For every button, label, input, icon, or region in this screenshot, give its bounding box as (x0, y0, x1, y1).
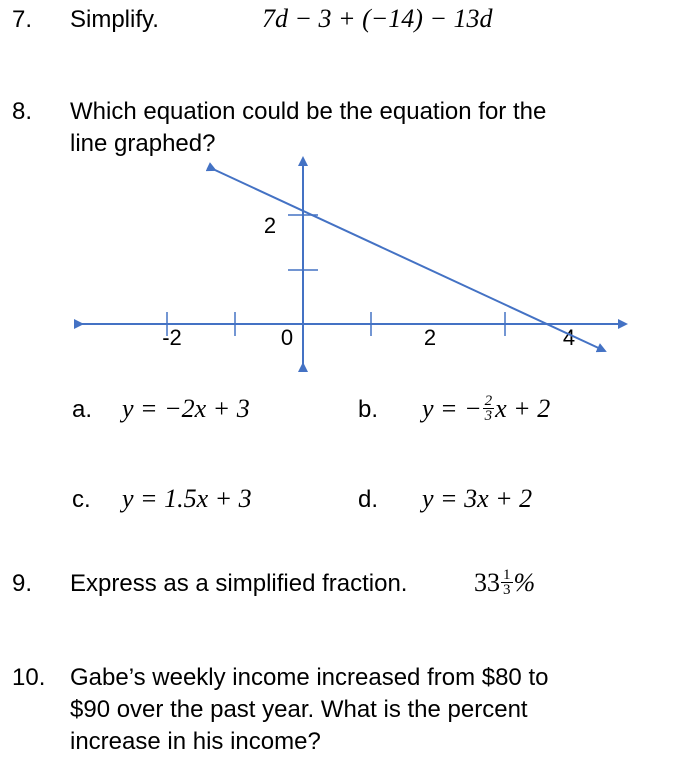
question-10: 10. Gabe’s weekly income increased from … (12, 662, 677, 762)
question-8-prompt-line1: Which equation could be the equation for… (70, 98, 547, 125)
choice-a[interactable]: a. y = −2x + 3 (72, 393, 250, 426)
question-10-line3: increase in his income? (70, 728, 321, 755)
choice-d[interactable]: d. y = 3x + 2 (358, 483, 532, 516)
choice-c-equation: y = 1.5x + 3 (122, 484, 252, 513)
x-tick-label-minus2: -2 (162, 325, 182, 350)
choice-b-eq-post: x + 2 (495, 394, 551, 423)
question-8-prompt-line2: line graphed? (70, 130, 216, 157)
question-7-prompt: Simplify. (70, 6, 159, 33)
choice-c[interactable]: c. y = 1.5x + 3 (72, 483, 252, 516)
question-10-line1: Gabe’s weekly income increased from $80 … (70, 664, 549, 691)
choice-a-letter: a. (72, 396, 93, 423)
choice-c-letter: c. (72, 486, 91, 513)
question-9-frac-den: 3 (503, 581, 511, 598)
choice-d-letter: d. (358, 486, 379, 513)
y-tick-label-2: 2 (264, 213, 276, 238)
choice-b-eq-pre: y = − (422, 394, 482, 423)
x-tick-label-4: 4 (563, 325, 575, 350)
question-9-percent: % (513, 568, 536, 597)
question-9-number: 9. (12, 570, 33, 597)
choice-a-equation: y = −2x + 3 (122, 394, 250, 423)
question-10-number: 10. (12, 664, 46, 691)
question-7-number: 7. (12, 6, 33, 33)
choice-b-frac-den: 3 (484, 407, 493, 424)
question-8-number: 8. (12, 98, 33, 125)
question-9-prompt: Express as a simplified fraction. (70, 570, 408, 597)
question-10-line2: $90 over the past year. What is the perc… (70, 696, 528, 723)
question-8: 8. Which equation could be the equation … (12, 96, 677, 166)
question-9-frac-num: 1 (501, 566, 513, 583)
choice-b-letter: b. (358, 396, 379, 423)
line-graph: -2 0 2 4 2 (74, 156, 628, 372)
choice-b-frac-num: 2 (482, 392, 495, 409)
question-7-expression: 7d − 3 + (−14) − 13d (262, 4, 493, 33)
graphed-line (205, 162, 607, 353)
question-7: 7. Simplify. 7d − 3 + (−14) − 13d (12, 4, 672, 38)
x-tick-label-2: 2 (424, 325, 436, 350)
choice-d-equation: y = 3x + 2 (422, 484, 533, 513)
question-9-whole: 33 (474, 568, 500, 597)
x-tick-label-0: 0 (281, 325, 293, 350)
